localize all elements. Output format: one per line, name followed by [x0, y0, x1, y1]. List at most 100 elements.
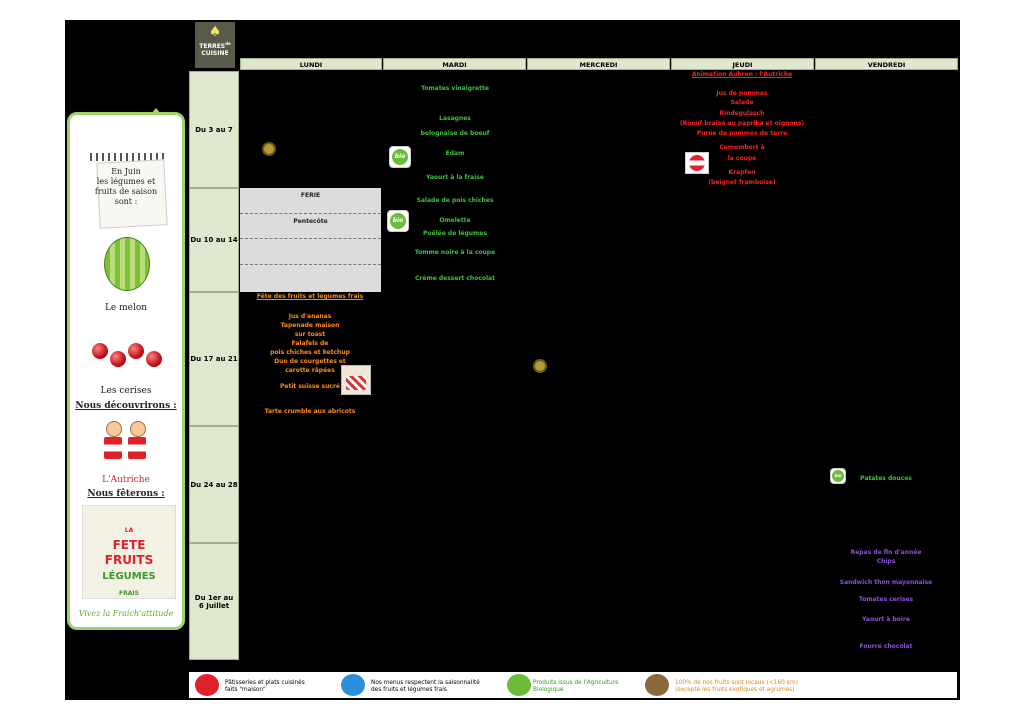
logo-line2: CUISINE: [201, 50, 229, 57]
w1-jeudi-4: (Boeuf braisé au paprika et oignons): [679, 120, 805, 127]
legend-maison: Pâtisseries et plats cuisinés faits "mai…: [225, 680, 305, 694]
day-header-mardi: MARDI: [383, 58, 526, 70]
day-header-lundi: LUNDI: [240, 58, 382, 70]
melon-icon: [104, 237, 150, 291]
pentecote-label: Pentecôte: [240, 214, 381, 239]
week-label-5: Du 1er au 6 Juillet: [189, 543, 239, 660]
w3-lundi-9: Tarte crumble aux abricots: [264, 408, 356, 415]
w2-mardi-2: Omelette: [439, 217, 471, 224]
w1-mardi-5: Yaourt à la fraise: [426, 174, 484, 181]
bio-icon: bio: [830, 468, 846, 484]
panel-intro-4: sont :: [114, 197, 138, 206]
w3-lundi-4: Falafels de: [291, 340, 329, 347]
w1-jeudi-title: Animation Aubren : l'Autriche: [691, 71, 793, 78]
w4-vendredi-1: Patates douces: [860, 475, 912, 482]
legend-local: 100% de nos fruits sont locaux (<160 km)…: [675, 680, 798, 694]
legend-local-1: 100% de nos fruits sont locaux (<160 km): [675, 680, 798, 686]
panel-intro-1: En Juin: [111, 167, 141, 176]
week-5-text: Du 1er au 6 Juillet: [194, 593, 234, 610]
ferie-empty-row-2: [240, 265, 381, 291]
w1-jeudi-9: (beignet framboise): [708, 179, 776, 186]
saison-icon: [341, 674, 365, 696]
panel-feter: Nous fêterons :: [87, 489, 165, 499]
w1-mardi-4: Edam: [445, 150, 465, 157]
week-4-text: Du 24 au 28: [190, 480, 238, 489]
cherry-icon: [128, 343, 144, 359]
quality-seal-icon: [533, 359, 547, 373]
week-1-text: Du 3 au 7: [195, 125, 233, 134]
w1-jeudi-2: Salade: [730, 99, 754, 106]
day-header-jeudi: JEUDI: [671, 58, 814, 70]
w1-jeudi-5: Purée de pommes de terre: [696, 130, 788, 137]
austrian-child-icon: [128, 421, 146, 461]
logo-line1: TERRES: [199, 43, 226, 50]
w3-lundi-2: Tapenade maison: [280, 322, 340, 329]
day-header-mercredi: MERCREDI: [527, 58, 670, 70]
w2-mardi-1: Salade de pois chiches: [416, 197, 494, 204]
w5-vendredi-4: Tomates cerises: [858, 596, 914, 603]
w1-mardi-3: bolognaise de boeuf: [420, 130, 490, 137]
ferie-empty-row-1: [240, 239, 381, 265]
w3-lundi-8: Petit suisse sucré: [280, 383, 340, 390]
day-header-vendredi: VENDREDI: [815, 58, 958, 70]
w5-vendredi-1: Repas de fin d'année: [850, 549, 922, 556]
w1-jeudi-3: Rindsgulasch: [719, 110, 765, 117]
w3-lundi-7: carotte râpées: [285, 367, 335, 374]
w3-title: Fête des fruits et légumes frais: [256, 293, 364, 300]
fete-title-4: LÉGUMES: [102, 571, 156, 582]
local-icon: [645, 674, 669, 696]
week-label-2: Du 10 au 14: [189, 188, 239, 292]
legend-maison-2: faits "maison": [225, 687, 266, 693]
week-label-1: Du 3 au 7: [189, 71, 239, 188]
panel-intro-2: les légumes et: [96, 177, 156, 186]
bird-icon: ♠: [208, 24, 222, 40]
panel-melon: Le melon: [104, 303, 148, 313]
fete-title-2: FETE: [112, 538, 146, 552]
w1-jeudi-1: Jus de pommes: [716, 90, 768, 97]
w1-jeudi-8: Krapfen: [728, 169, 756, 176]
w3-lundi-6: Duo de courgettes et: [274, 358, 346, 365]
bio-icon: bio: [387, 210, 409, 232]
panel-intro-3: fruits de saison: [94, 187, 158, 196]
ferie-block: FERIE Pentecôte: [240, 188, 381, 292]
week-label-3: Du 17 au 21: [189, 292, 239, 426]
picnic-basket-icon: [341, 365, 371, 395]
cherry-icon: [92, 343, 108, 359]
bio-icon: bio: [389, 146, 411, 168]
panel-slogan: Vivez la Fraich'attitude: [78, 609, 174, 618]
cherry-icon: [110, 351, 126, 367]
terres-de-cuisine-logo: ♠ TERRESde CUISINE: [195, 22, 235, 68]
week-label-4: Du 24 au 28: [189, 426, 239, 543]
legend-saison-1: Nos menus respectent la saisonnalité: [371, 680, 480, 686]
legend-maison-1: Pâtisseries et plats cuisinés: [225, 680, 305, 686]
seasonal-info-panel: En Juin les légumes et fruits de saison …: [67, 112, 185, 630]
w3-lundi-5: pois chiches et ketchup: [270, 349, 350, 356]
w5-vendredi-5: Yaourt à boire: [862, 616, 910, 623]
legend-bar: Pâtisseries et plats cuisinés faits "mai…: [189, 672, 957, 698]
austria-flag-icon: [685, 152, 709, 174]
legend-local-2: (excepté les fruits exotiques et agrumes…: [675, 687, 795, 693]
w5-vendredi-3: Sandwich thon mayonnaise: [839, 579, 933, 586]
w1-mardi-1: Tomates vinaigrette: [421, 85, 489, 92]
legend-bio-1: Produits issus de l'Agriculture: [533, 680, 619, 686]
w2-mardi-5: Crème dessert chocolat: [415, 275, 495, 282]
cherry-icon: [146, 351, 162, 367]
fete-title-5: FRAIS: [119, 590, 139, 597]
w3-lundi-1: Jus d'ananas: [288, 313, 332, 320]
ferie-label: FERIE: [240, 188, 381, 214]
legend-bio: Produits issus de l'Agriculture Biologiq…: [533, 680, 619, 694]
w1-mardi-2: Lasagnes: [439, 115, 471, 122]
w1-jeudi-6: Camembert à: [719, 144, 765, 151]
week-3-text: Du 17 au 21: [190, 355, 238, 363]
w2-mardi-3: Poêlée de légumes: [423, 230, 487, 237]
w2-mardi-4: Tomme noire à la coupe: [414, 249, 496, 256]
fete-fruits-legumes-poster: LA FETE FRUITS LÉGUMES FRAIS: [82, 505, 176, 599]
w5-vendredi-6: Fourré chocolat: [859, 643, 913, 650]
week-2-text: Du 10 au 14: [190, 236, 238, 244]
panel-autriche: L'Autriche: [102, 475, 150, 485]
notebook-spiral: [90, 153, 164, 161]
legend-saison-2: des fruits et légumes frais: [371, 687, 447, 693]
bio-icon: [507, 674, 531, 696]
panel-decouvrir: Nous découvrirons :: [75, 401, 177, 411]
w3-lundi-3: sur toast: [294, 331, 326, 338]
